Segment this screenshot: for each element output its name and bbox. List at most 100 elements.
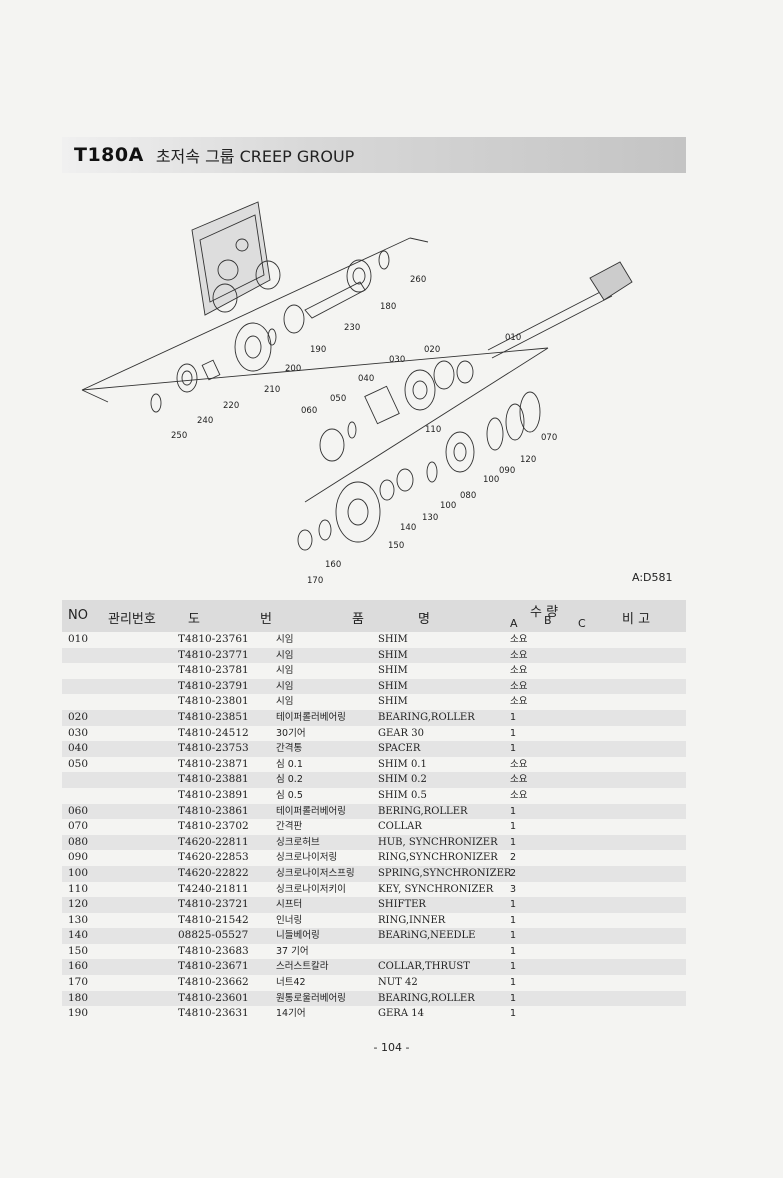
row-qty-a: 2: [510, 867, 517, 879]
row-name-korean: 심 0.1: [276, 758, 303, 770]
row-name-korean: 니들베어링: [276, 930, 320, 942]
row-qty-a: 소요: [510, 696, 528, 708]
row-no: 130: [68, 913, 89, 926]
row-name-korean: 싱크로나이저링: [276, 852, 338, 864]
header-qty-b: B: [544, 614, 552, 627]
row-name-korean: 원통로울러베어링: [276, 992, 346, 1004]
row-no: 150: [68, 944, 89, 957]
row-qty-a: 1: [510, 821, 517, 833]
row-part-number: T4810-23881: [178, 773, 249, 786]
svg-text:120: 120: [520, 455, 536, 465]
header-name-2: 명: [418, 612, 430, 627]
row-qty-a: 소요: [510, 680, 528, 692]
svg-text:140: 140: [400, 523, 416, 533]
svg-text:010: 010: [505, 333, 521, 343]
row-name-english: SHIM 0.5: [378, 789, 427, 801]
row-part-number: T4810-23761: [178, 633, 249, 645]
row-name-english: KEY, SYNCHRONIZER: [378, 883, 494, 895]
row-part-number: T4810-23891: [178, 788, 249, 801]
row-part-number: T4810-23662: [178, 976, 249, 989]
row-qty-a: 소요: [510, 649, 528, 661]
section-title: 초저속 그룹 CREEP GROUP: [155, 147, 355, 166]
row-name-korean: 시프터: [276, 899, 303, 911]
row-name-korean: 테이퍼롤러베어링: [276, 711, 346, 723]
row-part-number: T4810-23871: [178, 757, 249, 770]
drawing-ref-code: A:D581: [632, 571, 673, 584]
row-qty-a: 소요: [510, 665, 528, 677]
row-name-korean: 시임: [276, 634, 294, 645]
svg-text:090: 090: [499, 466, 515, 476]
row-name-english: SPACER: [378, 743, 421, 755]
row-no: 100: [68, 866, 89, 879]
header-mgmt: 관리번호: [108, 612, 156, 627]
row-qty-a: 2: [510, 852, 517, 864]
row-no: 090: [68, 851, 89, 864]
row-part-number: T4810-23801: [178, 695, 249, 708]
svg-text:150: 150: [388, 541, 404, 551]
row-name-english: GEAR 30: [378, 727, 424, 739]
row-part-number: T4620-22811: [178, 835, 249, 848]
row-no: 050: [68, 757, 89, 770]
header-qty-a: A: [510, 617, 518, 630]
section-code: T180A: [74, 144, 144, 166]
svg-text:170: 170: [307, 576, 323, 586]
svg-text:070: 070: [541, 433, 557, 443]
row-qty-a: 1: [510, 977, 517, 989]
svg-text:190: 190: [310, 345, 326, 355]
row-name-korean: 시임: [276, 665, 294, 677]
row-no: 120: [68, 898, 89, 911]
header-qty-c: C: [578, 617, 586, 630]
row-part-number: 08825-05527: [178, 929, 249, 942]
row-part-number: T4810-23683: [178, 944, 249, 957]
header-drawing-1: 도: [188, 612, 200, 627]
row-no: 020: [68, 710, 89, 723]
svg-text:200: 200: [285, 364, 301, 374]
svg-text:100: 100: [483, 475, 499, 485]
exploded-diagram: 010 020 030 040 050 060 070 080 090 100 …: [81, 201, 633, 586]
row-name-english: SHIM: [378, 634, 408, 645]
row-name-english: GERA 14: [378, 1008, 424, 1020]
row-part-number: T4810-23601: [178, 991, 249, 1004]
row-part-number: T4240-21811: [178, 882, 249, 895]
row-name-korean: 심 0.5: [276, 789, 303, 801]
svg-text:230: 230: [344, 323, 360, 333]
row-name-korean: 14기어: [276, 1008, 306, 1020]
row-qty-a: 소요: [510, 774, 528, 786]
row-name-korean: 싱크로나이저키이: [276, 883, 346, 895]
row-name-english: SHIM: [378, 665, 408, 677]
svg-text:060: 060: [301, 406, 317, 416]
row-part-number: T4810-23702: [178, 820, 249, 833]
row-qty-a: 3: [510, 883, 517, 895]
row-name-english: BEARiNG,NEEDLE: [378, 930, 476, 942]
row-part-number: T4810-23753: [178, 742, 249, 755]
row-part-number: T4810-23791: [178, 679, 249, 692]
row-name-english: SHIFTER: [378, 899, 426, 911]
row-qty-a: 1: [510, 914, 517, 926]
row-qty-a: 1: [510, 899, 517, 911]
row-part-number: T4810-21542: [178, 913, 249, 926]
row-name-english: SHIM 0.1: [378, 758, 427, 770]
row-no: 010: [68, 633, 89, 645]
row-name-english: NUT 42: [378, 977, 418, 989]
svg-text:260: 260: [410, 275, 426, 285]
svg-text:180: 180: [380, 302, 396, 312]
svg-text:080: 080: [460, 491, 476, 501]
row-part-number: T4620-22822: [178, 866, 249, 879]
